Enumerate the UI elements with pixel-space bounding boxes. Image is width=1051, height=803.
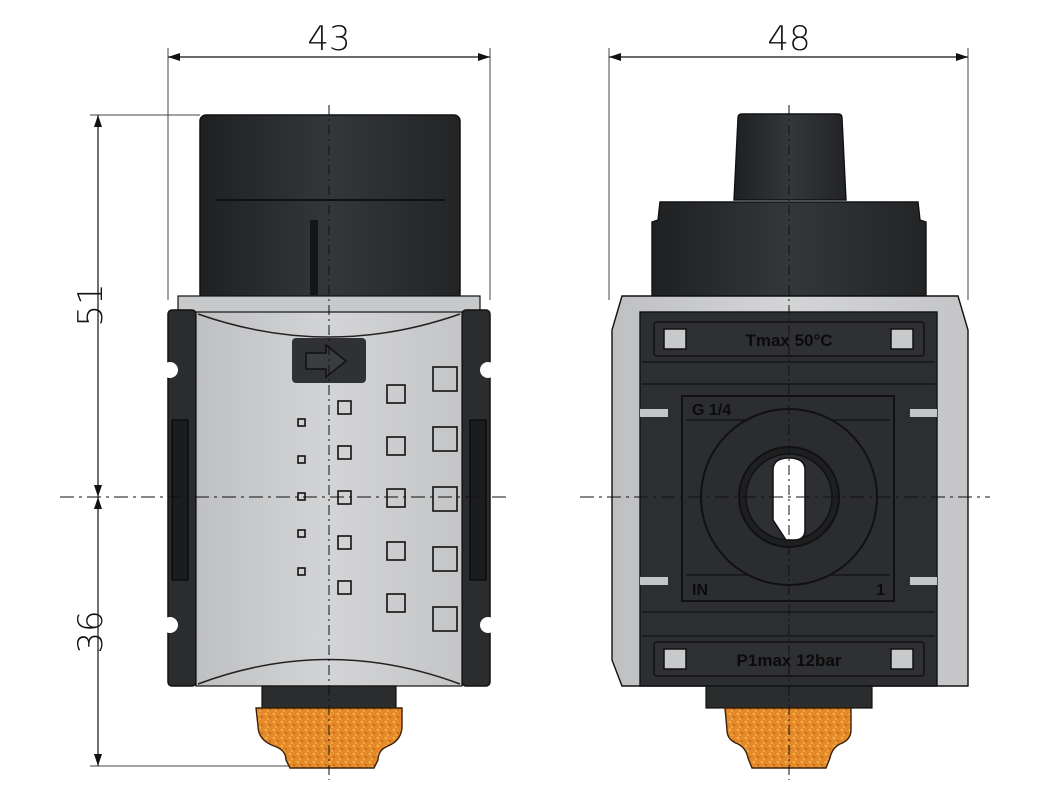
dimension-height-36: 36 bbox=[71, 610, 111, 653]
plate-window bbox=[890, 648, 914, 670]
frame-tab bbox=[640, 577, 668, 585]
rail-notch bbox=[162, 362, 178, 378]
rail-slot bbox=[171, 419, 189, 581]
front-view: 48 Tmax 50°C G 1/4 IN 1 bbox=[580, 19, 990, 780]
silencer bbox=[724, 707, 852, 769]
rail-notch bbox=[480, 362, 496, 378]
plate-window bbox=[663, 648, 687, 670]
dimension-width-48: 48 bbox=[767, 19, 810, 59]
frame-tab bbox=[640, 409, 668, 417]
dimension-height-51: 51 bbox=[71, 283, 111, 326]
knob-lock-slot bbox=[310, 220, 318, 295]
panel-top-curve bbox=[197, 313, 461, 338]
rail-notch bbox=[480, 617, 496, 633]
knob-stem bbox=[733, 113, 847, 201]
frame-tab bbox=[910, 577, 937, 585]
plate-window bbox=[890, 328, 914, 350]
dimension-width-43: 43 bbox=[307, 19, 350, 59]
port-in-label: IN bbox=[692, 582, 708, 599]
plate-window bbox=[663, 328, 687, 350]
silencer bbox=[255, 707, 403, 769]
frame-tab bbox=[910, 409, 937, 417]
side-view: 43 51 36 bbox=[60, 19, 510, 780]
rail-slot bbox=[469, 419, 487, 581]
port-number-label: 1 bbox=[876, 582, 885, 599]
thread-size-label: G 1/4 bbox=[692, 402, 731, 419]
rail-notch bbox=[162, 617, 178, 633]
arrow-right-icon bbox=[305, 343, 348, 379]
adjustment-knob bbox=[199, 114, 461, 301]
